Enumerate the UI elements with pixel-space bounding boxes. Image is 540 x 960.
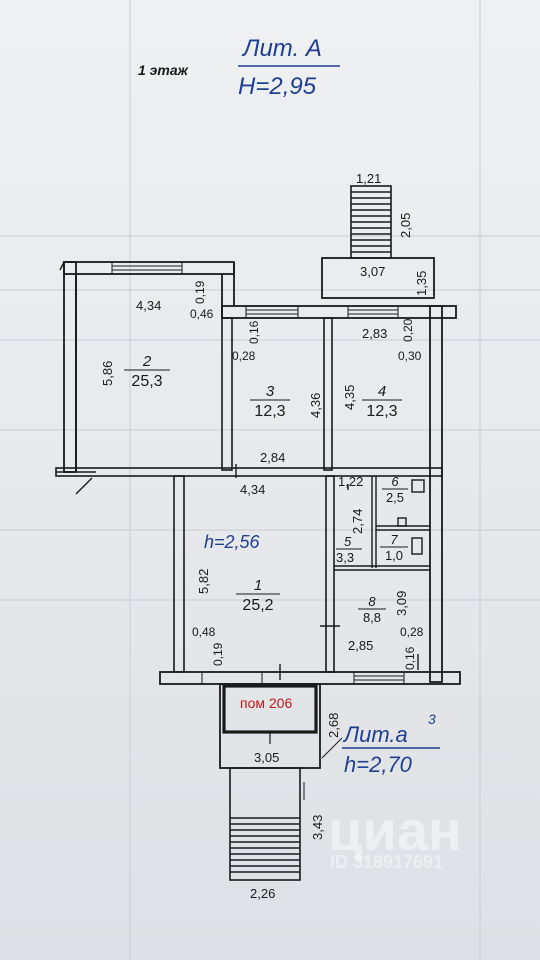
- dim-room1-length: 5,82: [196, 569, 211, 594]
- premise-label: пом 206: [240, 695, 292, 711]
- dim-room3-width: 2,84: [260, 450, 285, 465]
- floor-label: 1 этаж: [138, 62, 189, 78]
- room-5-area: 3,3: [336, 550, 354, 565]
- dim-room2-length: 5,86: [100, 361, 115, 386]
- top-stair: [350, 185, 392, 259]
- dim-room2-wall-b: 0,46: [190, 307, 214, 321]
- room-2-area: 25,3: [131, 373, 162, 390]
- dimension-labels: 1,21 2,05 3,07 1,35 4,34 0,19 0,46 5,86 …: [100, 171, 429, 901]
- dim-porch-top-width: 3,07: [360, 264, 385, 279]
- dim-room2-width: 4,34: [136, 298, 161, 313]
- top-porch: [321, 257, 435, 299]
- dim-room2-wall-a: 0,19: [193, 280, 207, 304]
- dim-room1-wall-a: 0,48: [192, 625, 216, 639]
- bottom-stair: [229, 767, 301, 881]
- room-1-number: 1: [254, 577, 262, 594]
- room-7-area: 1,0: [385, 548, 403, 563]
- room-8-area: 8,8: [363, 610, 381, 625]
- room-4-number: 4: [378, 383, 386, 400]
- dim-stair-bottom-width: 2,26: [250, 886, 275, 901]
- dim-room1-wall-b: 0,19: [211, 642, 225, 666]
- annex-lit-height: h=2,70: [344, 752, 413, 777]
- dim-room1-width: 4,34: [240, 482, 265, 497]
- annex-lit-superscript: 3: [428, 711, 436, 727]
- room-6-number: 6: [391, 474, 399, 489]
- dim-room8-width: 2,85: [348, 638, 373, 653]
- annex-lit-label: Лит.а: [342, 722, 408, 747]
- door-markers: [235, 464, 419, 680]
- watermark-id: ID 318917691: [330, 852, 443, 872]
- dim-room3-length: 4,36: [308, 393, 323, 418]
- watermark-brand: циан: [328, 799, 462, 862]
- dim-room4-wall-b: 0,30: [398, 349, 422, 363]
- dim-room4-wall-a: 0,20: [401, 318, 415, 342]
- dim-porch-top-depth: 1,35: [414, 271, 429, 296]
- dim-room5-width: 1,22: [338, 474, 363, 489]
- lit-main-height: H=2,95: [238, 73, 317, 100]
- room-8-number: 8: [368, 594, 376, 609]
- dim-annex-width: 3,05: [254, 750, 279, 765]
- dim-stair-top-length: 2,05: [398, 213, 413, 238]
- dim-stair-bottom-length: 3,43: [310, 815, 325, 840]
- room-7-number: 7: [390, 532, 398, 547]
- room-3-area: 12,3: [254, 403, 285, 420]
- lit-main-label: Лит. А: [241, 35, 322, 62]
- room-5-number: 5: [344, 534, 352, 549]
- dim-room8-wall-b: 0,16: [403, 646, 417, 670]
- dim-room4-length: 4,35: [342, 385, 357, 410]
- room-6-area: 2,5: [386, 490, 404, 505]
- dim-annex-length: 2,68: [326, 713, 341, 738]
- dim-room5-length: 2,74: [350, 509, 365, 534]
- room-1-height: h=2,56: [204, 532, 261, 552]
- room-2-number: 2: [142, 353, 152, 370]
- dim-room4-width: 2,83: [362, 326, 387, 341]
- dim-stair-top-width: 1,21: [356, 171, 381, 186]
- room-1-area: 25,2: [242, 597, 273, 614]
- sanitary-block: [334, 476, 430, 571]
- dimension-lines: [303, 737, 343, 800]
- room-4-area: 12,3: [366, 403, 397, 420]
- room-3-number: 3: [266, 383, 275, 400]
- dim-room8-wall-a: 0,28: [400, 625, 424, 639]
- dim-room3-wall-b: 0,28: [232, 349, 256, 363]
- dim-room8-length: 3,09: [394, 591, 409, 616]
- windows: [111, 261, 405, 685]
- dim-room3-wall-a: 0,16: [247, 320, 261, 344]
